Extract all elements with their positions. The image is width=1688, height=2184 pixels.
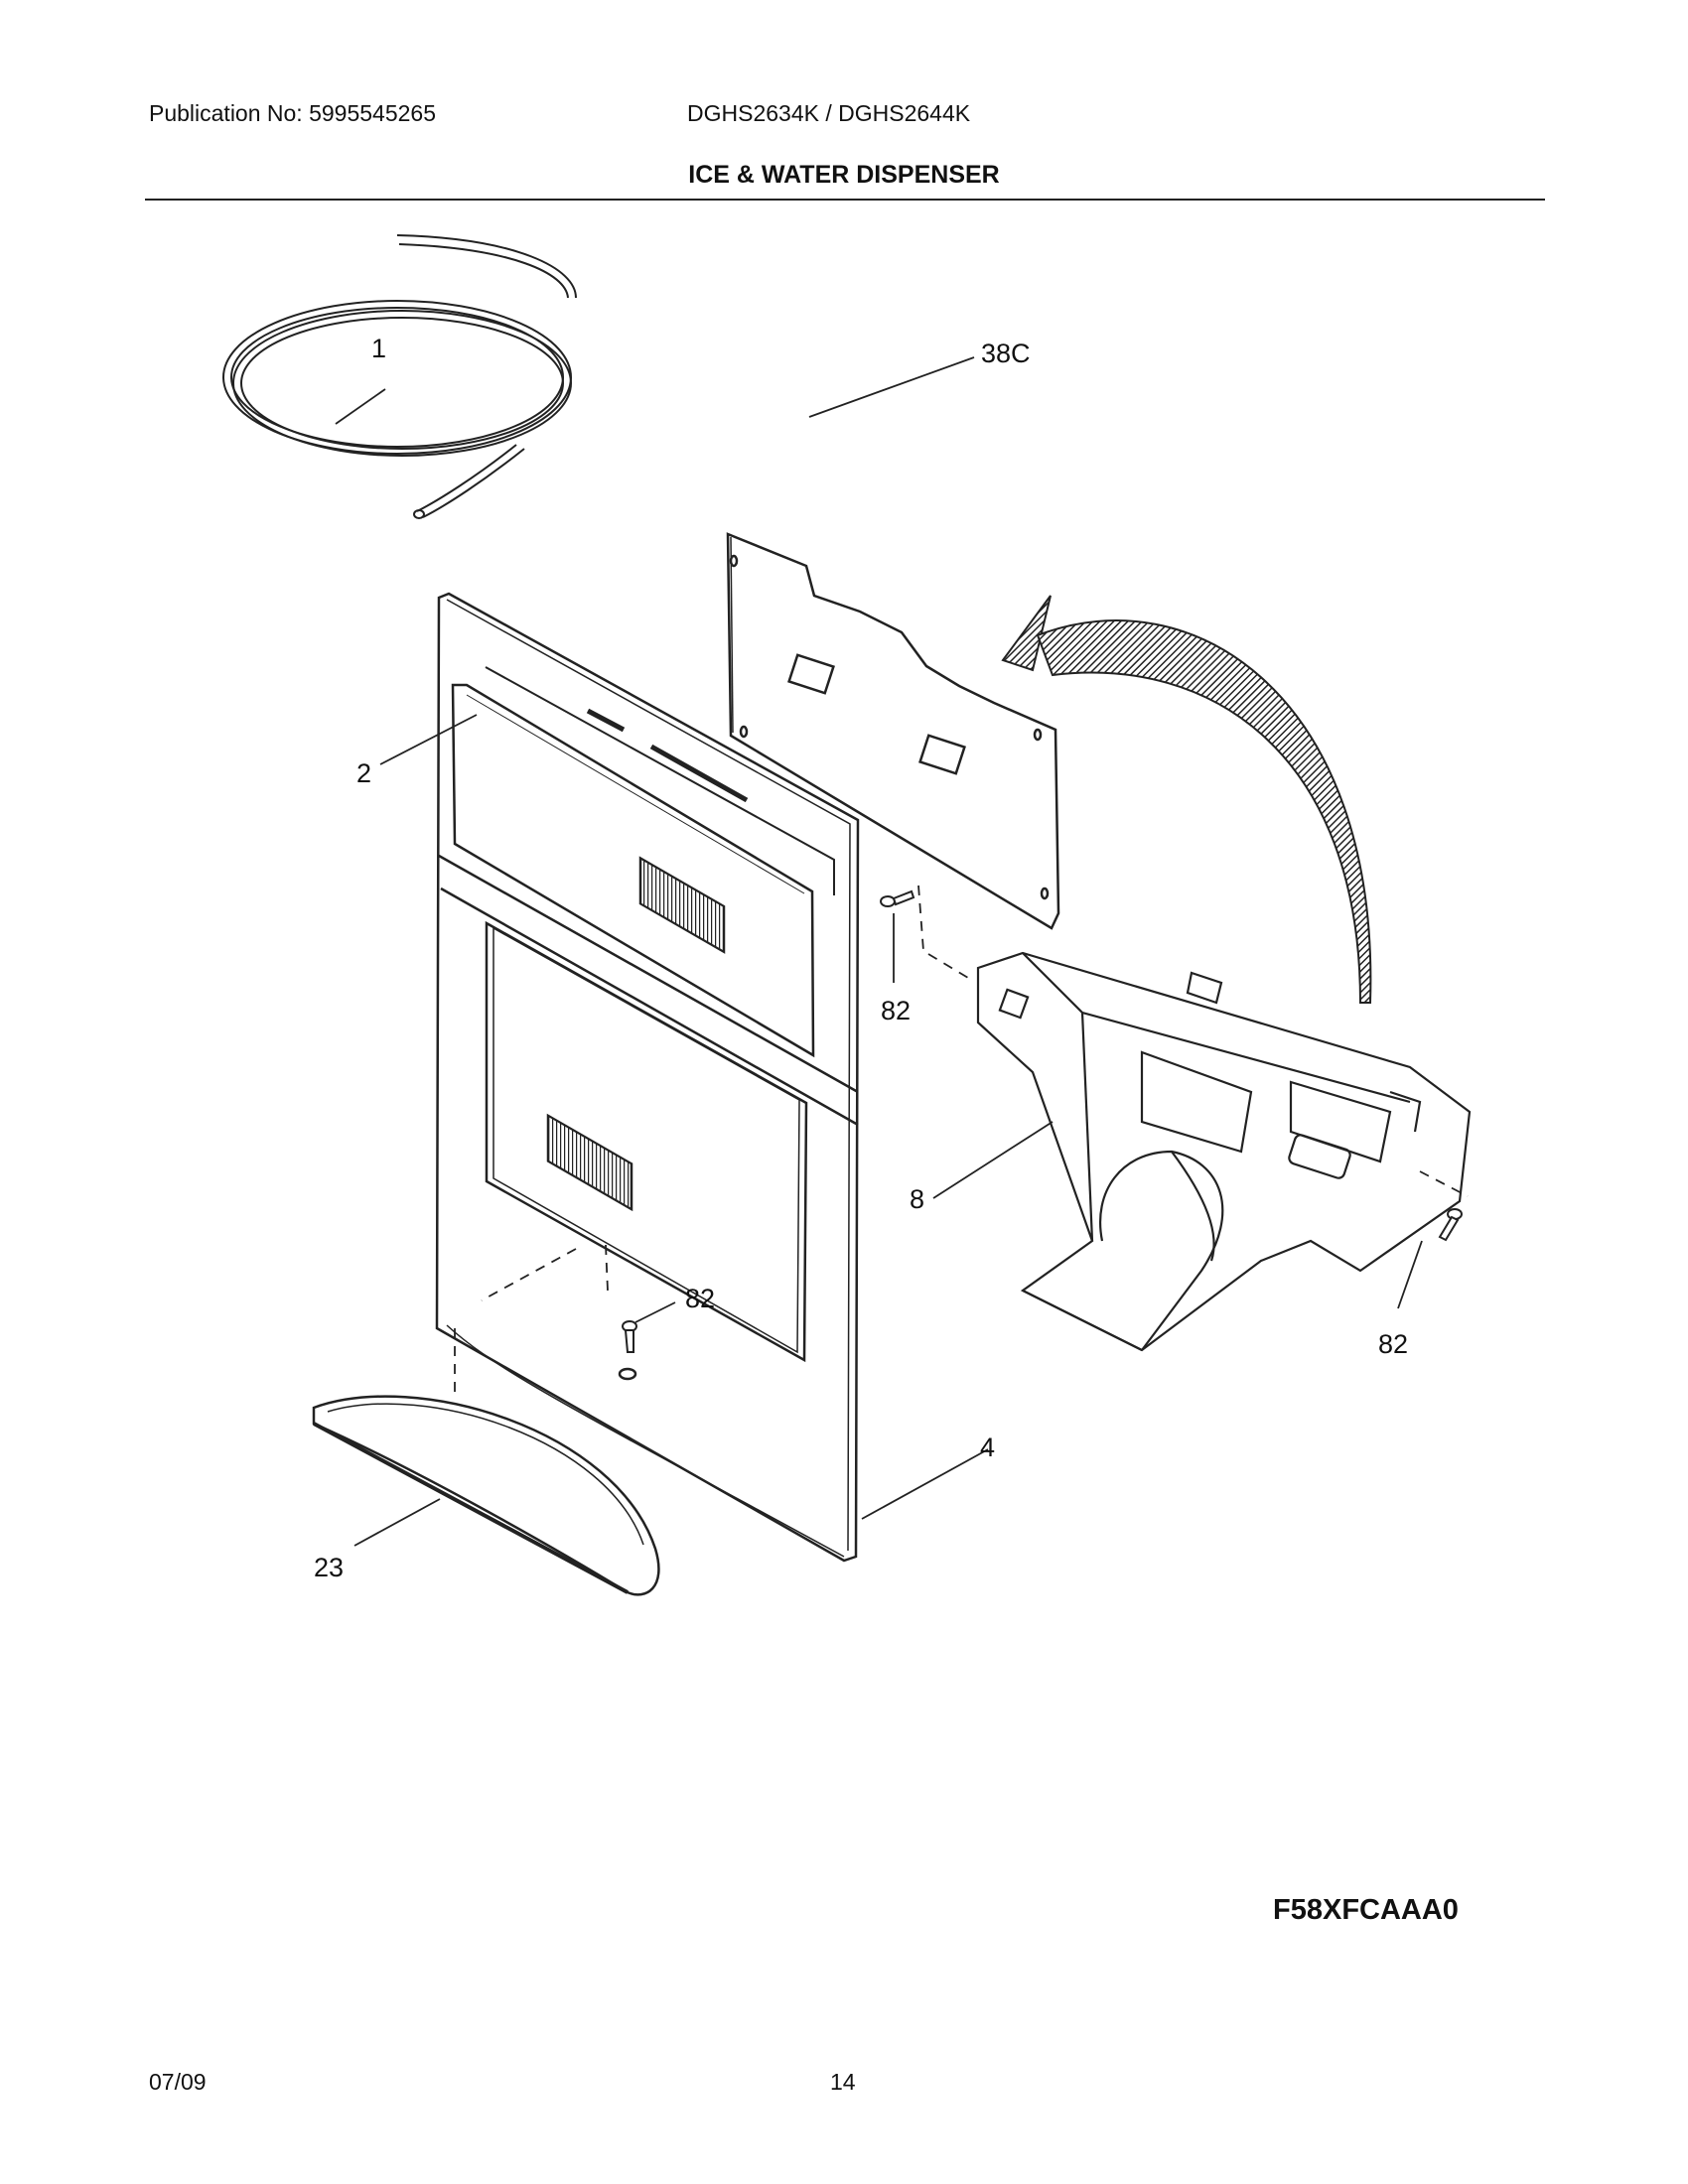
model-numbers: DGHS2634K / DGHS2644K [687, 100, 971, 126]
dispenser-assembly [976, 951, 1472, 1352]
publication-number: Publication No: 5995545265 [149, 100, 437, 126]
control-board [726, 532, 1060, 930]
callout-23: 23 [314, 1553, 344, 1582]
callout-82-top: 82 [881, 996, 911, 1025]
leader-lines [335, 356, 1423, 1547]
water-tubing-coil [222, 234, 577, 519]
callout-82-right: 82 [1378, 1329, 1408, 1359]
callout-38c: 38C [981, 339, 1031, 368]
screw-right [1438, 1208, 1463, 1242]
publication-date: 07/09 [149, 2069, 207, 2095]
drip-tray [312, 1395, 660, 1596]
screw-bottom [622, 1320, 637, 1353]
callout-82-bottom: 82 [685, 1284, 715, 1313]
figure-code: F58XFCAAA0 [1273, 1894, 1459, 1926]
control-overlay-panel [451, 666, 835, 1212]
assembly-guide-lines [454, 885, 1469, 1395]
callout-4: 4 [980, 1433, 995, 1462]
section-title: ICE & WATER DISPENSER [688, 161, 1000, 189]
callout-8: 8 [910, 1184, 924, 1214]
page-number: 14 [830, 2069, 856, 2095]
screw-top [880, 889, 915, 907]
assembly-direction-arrow [1001, 595, 1372, 1004]
callout-2: 2 [356, 758, 371, 788]
header-rule [145, 199, 1545, 201]
callout-1: 1 [371, 334, 386, 363]
